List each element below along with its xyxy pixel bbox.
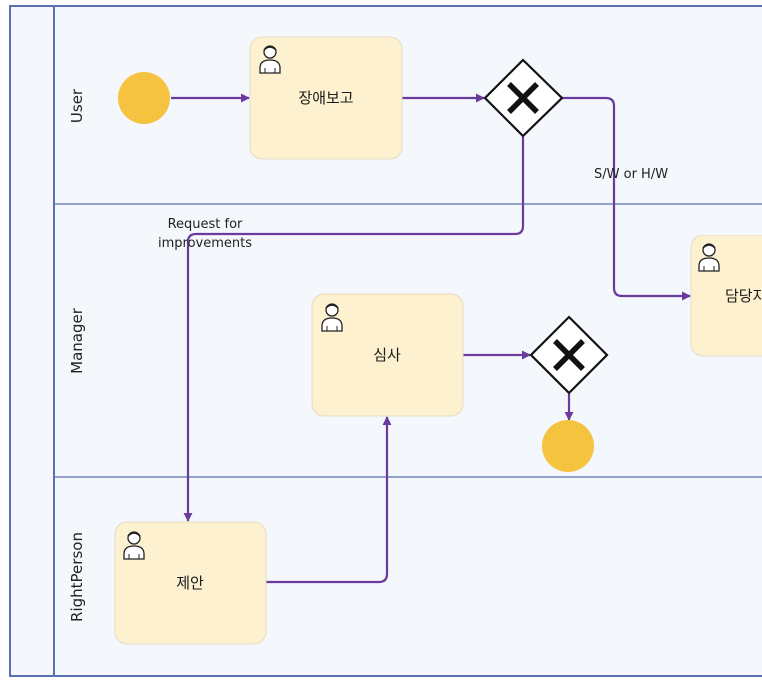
start-event[interactable] — [118, 72, 170, 124]
flow-label-request-line1: Request for — [168, 217, 243, 232]
user-icon — [123, 531, 145, 560]
task-review-label: 심사 — [373, 346, 401, 364]
task-proposal-box[interactable] — [114, 521, 267, 645]
user-icon — [698, 243, 720, 272]
task-proposal[interactable]: 제안 — [114, 521, 267, 645]
task-review-box[interactable] — [311, 293, 464, 417]
user-icon — [259, 45, 281, 74]
gateway-x-icon — [553, 339, 585, 371]
flow-label-sw-hw: S/W or H/W — [594, 167, 668, 182]
flow-gateway-to-proposal[interactable] — [183, 137, 525, 522]
task-proposal-label: 제안 — [176, 574, 204, 592]
task-report[interactable]: 장애보고 — [249, 36, 403, 160]
flow-label-request-line2: improvements — [158, 236, 252, 251]
task-review[interactable]: 심사 — [311, 293, 464, 417]
task-report-box[interactable] — [249, 36, 403, 160]
task-report-label: 장애보고 — [298, 89, 353, 107]
task-assignee[interactable]: 담당자 — [690, 235, 762, 357]
user-icon — [321, 303, 343, 332]
exclusive-gateway-manager[interactable] — [529, 315, 609, 395]
flow-proposal-to-review[interactable] — [265, 416, 392, 584]
lane-label-manager[interactable]: Manager — [68, 307, 86, 374]
lane-label-rightperson[interactable]: RightPerson — [68, 532, 86, 622]
exclusive-gateway-user[interactable] — [483, 58, 564, 138]
sequence-flows — [171, 93, 691, 584]
gateway-x-icon — [507, 82, 539, 114]
end-event[interactable] — [542, 420, 594, 472]
task-assignee-label: 담당자 — [725, 287, 762, 305]
flow-gateway-to-assignee[interactable] — [562, 96, 691, 301]
lane-label-user[interactable]: User — [68, 88, 86, 123]
